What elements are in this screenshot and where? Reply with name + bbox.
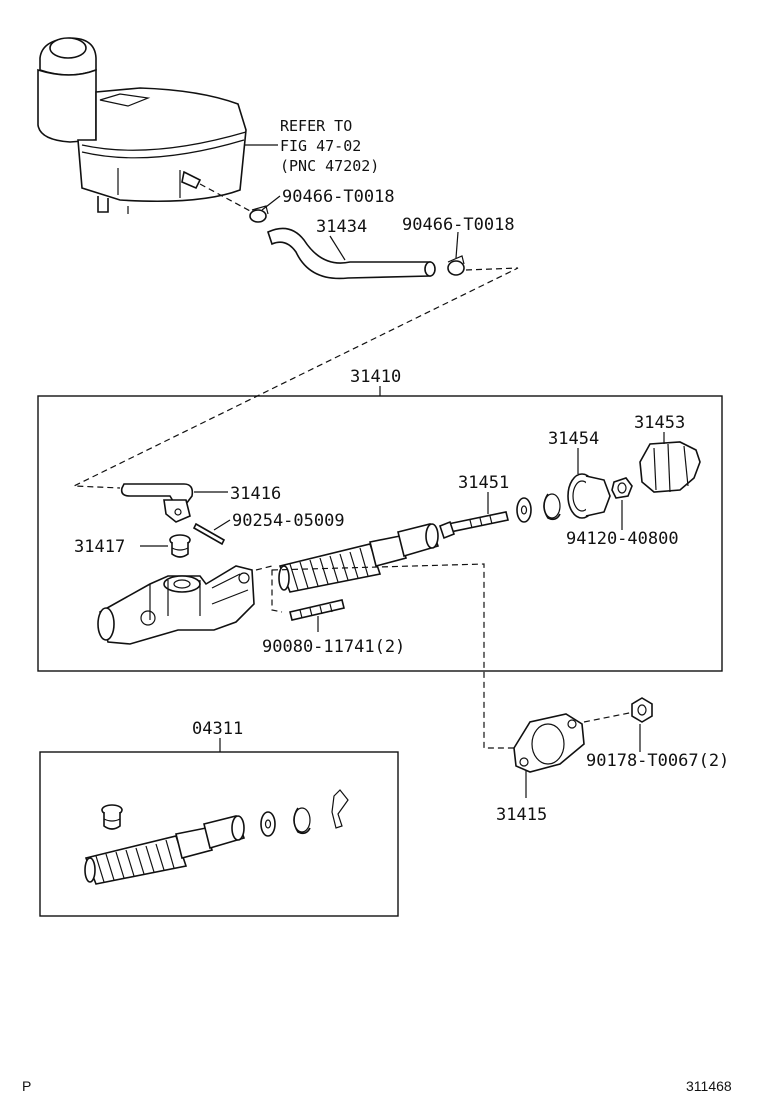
pin-drawing: [192, 522, 226, 546]
reservoir-tank-drawing: [37, 37, 247, 214]
grommet-drawing: [169, 534, 191, 558]
retainer-drawing: [567, 473, 611, 519]
body-to-stud-dash: [255, 565, 283, 613]
inlet-union-drawing: [120, 483, 194, 523]
hose-drawing: [267, 227, 436, 280]
hose-leader: [329, 235, 346, 261]
push-rod-drawing: [439, 511, 509, 540]
gasket-to-nut-dash: [583, 711, 635, 723]
label-gasket: 31415: [496, 805, 547, 825]
label-nut-flange: 90178-T0067(2): [586, 751, 729, 771]
label-inlet-union: 31416: [230, 484, 281, 504]
kit-washer-drawing: [260, 811, 276, 837]
repair-kit-frame: [39, 751, 399, 917]
kit-piston-spring-drawing: [84, 815, 246, 885]
stud-bolt-drawing: [289, 599, 345, 621]
label-clamp-lower: 90466-T0018: [402, 215, 515, 235]
label-pin: 90254-05009: [232, 511, 345, 531]
nut-flange-drawing: [631, 697, 653, 723]
corner-left-code: P: [22, 1078, 31, 1094]
nut-small-drawing: [611, 477, 633, 499]
gasket-drawing: [513, 713, 585, 773]
clamp-upper-drawing: [249, 205, 269, 223]
body-to-gasket-dash: [271, 563, 514, 749]
label-push-rod-boot: 31453: [634, 413, 685, 433]
clamp-lower-leader: [455, 231, 459, 259]
piston-spring-drawing: [278, 523, 440, 593]
washer-drawing: [516, 497, 532, 523]
label-stud-bolt: 90080-11741(2): [262, 637, 405, 657]
label-hose: 31434: [316, 217, 367, 237]
kit-grommet-drawing: [101, 804, 123, 830]
reservoir-note-line2: FIG 47-02: [280, 137, 361, 155]
clamp-lower-drawing: [447, 255, 465, 276]
label-repair-kit: 04311: [192, 719, 243, 739]
hose-to-union-dash: [73, 267, 519, 489]
label-push-rod: 31451: [458, 473, 509, 493]
label-master-cylinder-assy: 31410: [350, 367, 401, 387]
label-clamp-upper: 90466-T0018: [282, 187, 395, 207]
pin-leader: [213, 519, 231, 531]
kit-snap-ring-drawing: [293, 807, 311, 835]
label-retainer: 31454: [548, 429, 599, 449]
reservoir-note-line3: (PNC 47202): [280, 157, 379, 175]
figure-number: 311468: [686, 1078, 732, 1094]
label-nut-small: 94120-40800: [566, 529, 679, 549]
master-cylinder-frame: [37, 395, 723, 672]
reservoir-note-line1: REFER TO: [280, 117, 352, 135]
label-grommet: 31417: [74, 537, 125, 557]
snap-ring-drawing: [543, 493, 561, 521]
clamp-upper-leader: [261, 195, 281, 211]
push-rod-boot-drawing: [639, 441, 701, 493]
master-cylinder-body-drawing: [97, 565, 255, 645]
kit-clip-drawing: [331, 789, 349, 829]
